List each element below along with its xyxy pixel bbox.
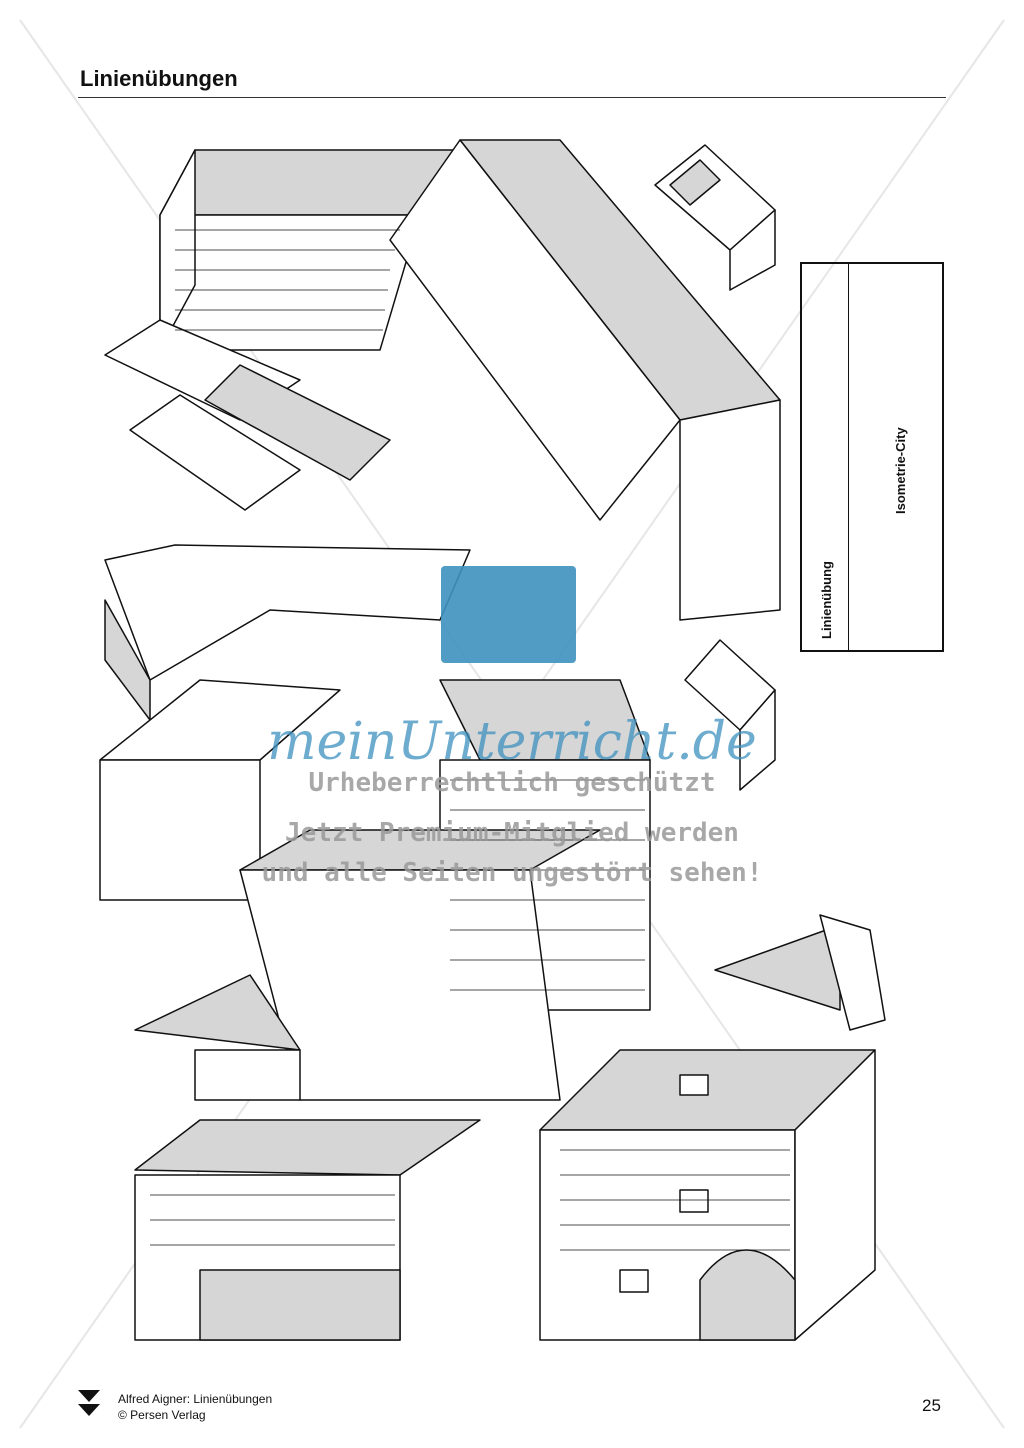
briefcase-cloud-icon bbox=[441, 566, 576, 663]
watermark-line-2: Jetzt Premium-Mitglied werden bbox=[285, 818, 739, 848]
page-number: 25 bbox=[922, 1396, 941, 1415]
page-title: Linienübungen bbox=[80, 66, 238, 91]
footer-publisher: © Persen Verlag bbox=[118, 1408, 206, 1422]
watermark-line-1: Urheberrechtlich geschützt bbox=[308, 768, 716, 798]
label-linienuebung: Linienübung bbox=[819, 561, 834, 639]
footer-author: Alfred Aigner: Linienübungen bbox=[118, 1392, 273, 1406]
worksheet-label-box: Linienübung Isometrie-City bbox=[800, 262, 944, 652]
label-isometrie-city: Isometrie-City bbox=[893, 427, 908, 514]
label-box-divider bbox=[848, 264, 849, 650]
title-divider bbox=[78, 97, 946, 98]
watermark-line-3: und alle Seiten ungestört sehen! bbox=[261, 858, 763, 888]
persen-logo bbox=[78, 1390, 100, 1416]
watermark-logo: meinUnterricht.de bbox=[267, 712, 757, 772]
